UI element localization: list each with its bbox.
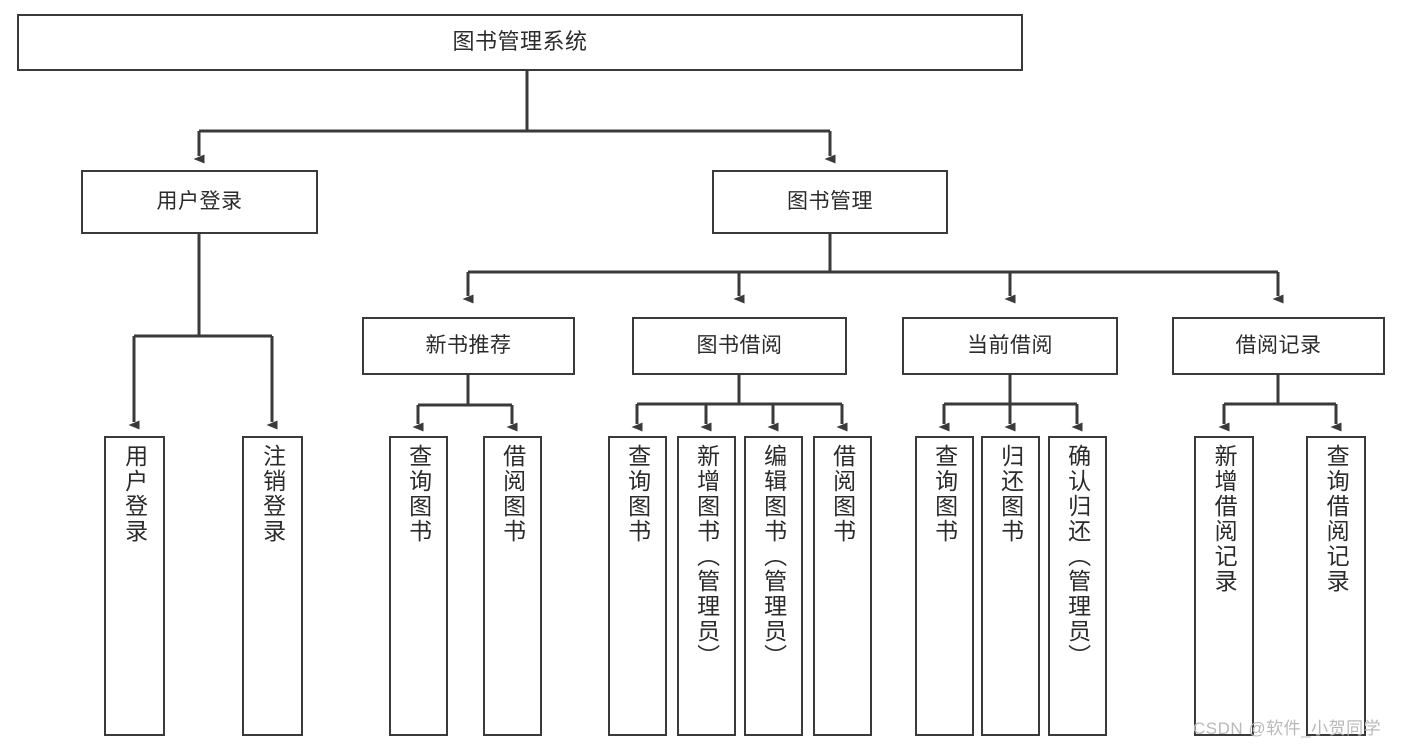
- node-user-login-label: 用户登录: [156, 190, 243, 214]
- node-leaf-query-book-3-label: 查询图书: [931, 444, 958, 544]
- node-leaf-query-book-1[interactable]: 查询图书: [389, 436, 448, 736]
- node-leaf-add-book[interactable]: 新增图书（管理员）: [677, 436, 736, 736]
- node-leaf-add-record-label: 新增借阅记录: [1211, 444, 1238, 594]
- node-borrow-record[interactable]: 借阅记录: [1172, 317, 1385, 375]
- node-leaf-confirm-return[interactable]: 确认归还（管理员）: [1048, 436, 1107, 736]
- node-leaf-borrow-book-2-label: 借阅图书: [829, 444, 856, 544]
- node-new-book-recommend-label: 新书推荐: [425, 334, 512, 358]
- node-leaf-edit-book[interactable]: 编辑图书（管理员）: [744, 436, 803, 736]
- node-leaf-query-book-2[interactable]: 查询图书: [608, 436, 667, 736]
- node-borrow-record-label: 借阅记录: [1235, 334, 1322, 358]
- node-leaf-edit-book-label: 编辑图书（管理员）: [760, 444, 787, 669]
- node-book-management[interactable]: 图书管理: [712, 170, 948, 234]
- node-root-label: 图书管理系统: [452, 29, 588, 55]
- node-leaf-borrow-book-1[interactable]: 借阅图书: [483, 436, 542, 736]
- node-leaf-add-record[interactable]: 新增借阅记录: [1194, 436, 1254, 736]
- node-root[interactable]: 图书管理系统: [17, 14, 1023, 71]
- node-leaf-borrow-book-1-label: 借阅图书: [499, 444, 526, 544]
- node-book-borrow[interactable]: 图书借阅: [632, 317, 847, 375]
- node-book-borrow-label: 图书借阅: [696, 334, 783, 358]
- node-leaf-add-book-label: 新增图书（管理员）: [693, 444, 720, 669]
- node-leaf-logout-login-label: 注销登录: [259, 444, 286, 544]
- watermark: CSDN @软件_小贺同学: [1193, 719, 1382, 738]
- node-leaf-return-book-label: 归还图书: [997, 444, 1024, 544]
- node-leaf-query-record-label: 查询借阅记录: [1323, 444, 1350, 594]
- node-book-management-label: 图书管理: [787, 190, 873, 214]
- node-leaf-query-book-3[interactable]: 查询图书: [915, 436, 974, 736]
- node-leaf-user-login[interactable]: 用户登录: [104, 436, 165, 736]
- node-leaf-borrow-book-2[interactable]: 借阅图书: [813, 436, 872, 736]
- node-leaf-return-book[interactable]: 归还图书: [981, 436, 1040, 736]
- node-current-borrow[interactable]: 当前借阅: [902, 317, 1118, 375]
- node-leaf-logout-login[interactable]: 注销登录: [242, 436, 303, 736]
- node-current-borrow-label: 当前借阅: [967, 334, 1053, 358]
- node-leaf-query-book-2-label: 查询图书: [624, 444, 651, 544]
- node-user-login[interactable]: 用户登录: [81, 170, 318, 234]
- node-leaf-query-record[interactable]: 查询借阅记录: [1306, 436, 1366, 736]
- node-new-book-recommend[interactable]: 新书推荐: [362, 317, 575, 375]
- node-leaf-confirm-return-label: 确认归还（管理员）: [1064, 444, 1091, 669]
- node-leaf-query-book-1-label: 查询图书: [405, 444, 432, 544]
- node-leaf-user-login-label: 用户登录: [121, 444, 148, 544]
